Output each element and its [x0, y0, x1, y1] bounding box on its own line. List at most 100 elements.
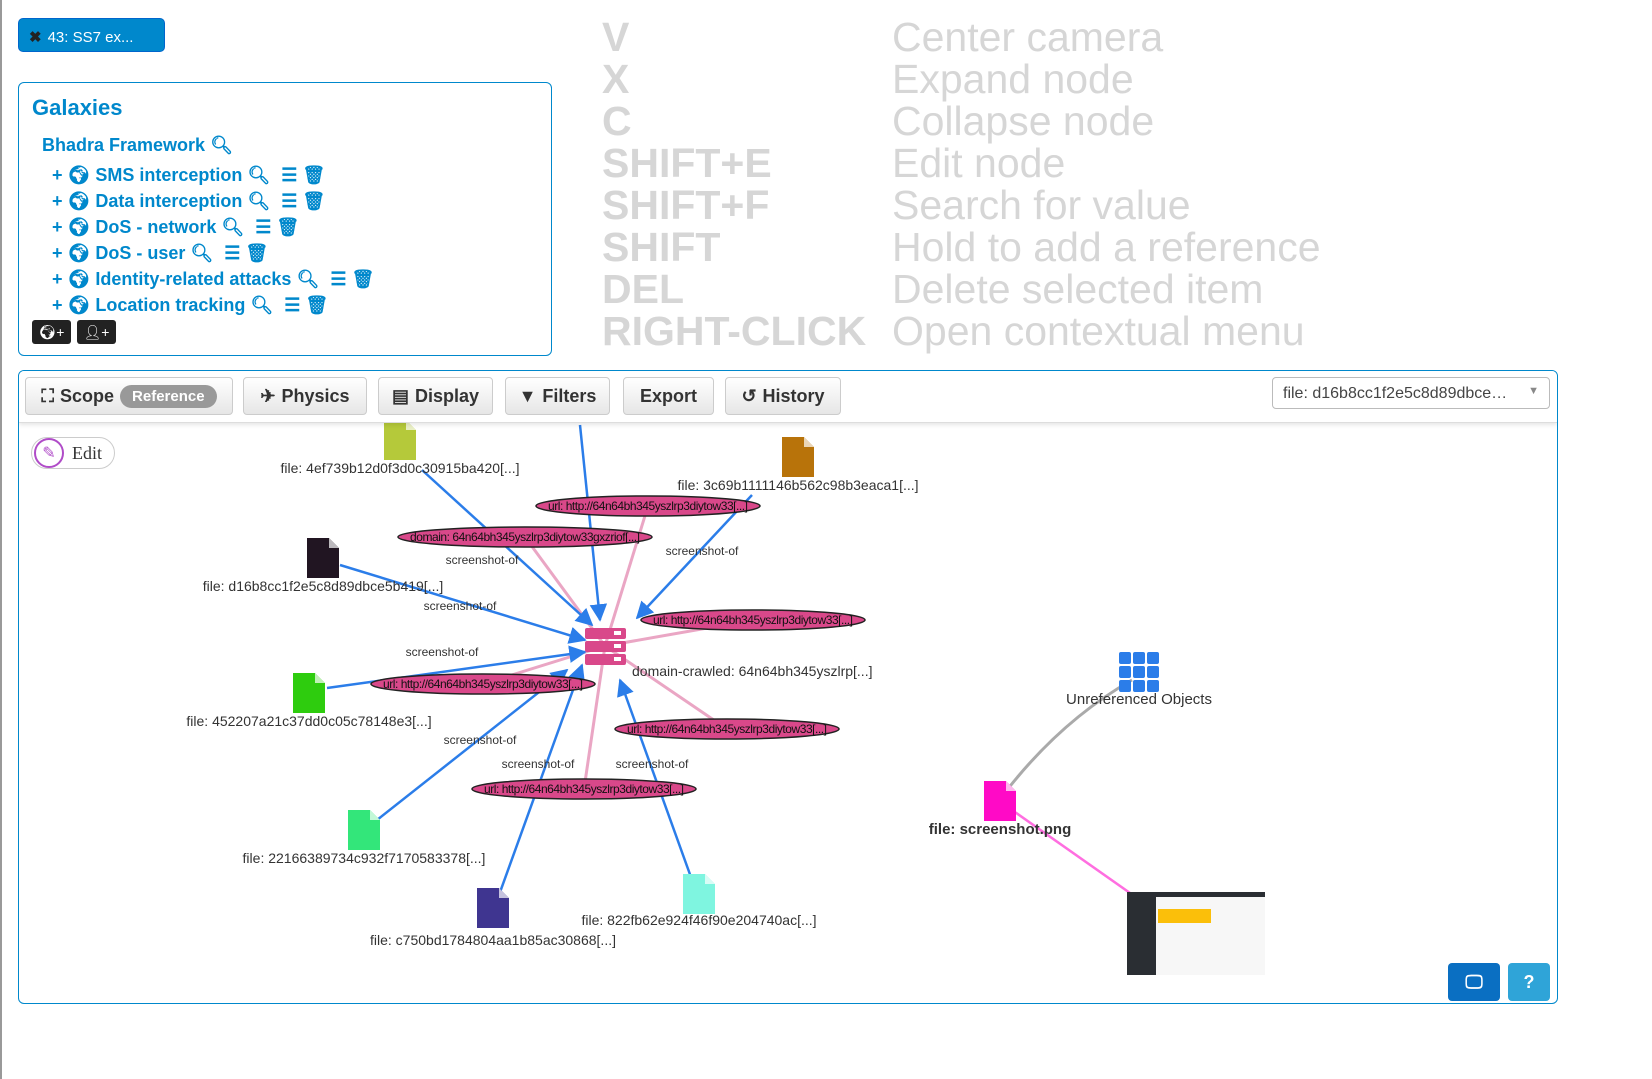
- fullscreen-button[interactable]: 🖵︎: [1448, 963, 1500, 1001]
- crop-icon: ⛶: [41, 385, 55, 406]
- expand-icon[interactable]: +: [52, 190, 63, 211]
- file-icon-fold[interactable]: [315, 673, 325, 683]
- trash-icon[interactable]: 🗑︎: [302, 190, 326, 211]
- galaxy-item[interactable]: +🌍︎Data interception🔍︎☰🗑︎: [52, 188, 538, 214]
- file-icon-fold[interactable]: [1006, 781, 1016, 791]
- filters-button[interactable]: ▼Filters: [505, 377, 610, 415]
- galaxy-item[interactable]: +🌍︎SMS interception🔍︎☰🗑︎: [52, 162, 538, 188]
- server-icon[interactable]: [585, 628, 626, 639]
- server-icon-light[interactable]: [614, 631, 621, 635]
- edit-button[interactable]: ✎Edit: [31, 437, 115, 469]
- list-icon[interactable]: ☰: [330, 268, 347, 289]
- list-icon[interactable]: ☰: [281, 190, 298, 211]
- export-button[interactable]: Export: [623, 377, 714, 415]
- grid-icon[interactable]: [1119, 680, 1131, 692]
- search-icon[interactable]: 🔍︎: [190, 242, 214, 263]
- server-icon[interactable]: [585, 654, 626, 665]
- desktop-icon: 🖵︎: [1465, 971, 1483, 992]
- close-icon[interactable]: ✖: [29, 29, 42, 46]
- trash-icon[interactable]: 🗑︎: [305, 294, 329, 315]
- framework-label: Bhadra Framework: [42, 135, 206, 155]
- add-user-galaxy-button[interactable]: 👤︎+: [77, 320, 116, 344]
- trash-icon[interactable]: 🗑︎: [351, 268, 375, 289]
- galaxy-label[interactable]: Identity-related attacks: [95, 268, 292, 289]
- list-icon[interactable]: ☰: [255, 216, 272, 237]
- file-icon-fold[interactable]: [329, 538, 339, 548]
- galaxy-item[interactable]: +🌍︎Identity-related attacks🔍︎ ☰🗑︎: [52, 266, 538, 292]
- grid-icon[interactable]: [1147, 680, 1159, 692]
- grid-icon[interactable]: [1119, 652, 1131, 664]
- thumbnail-sidebar[interactable]: [1127, 892, 1156, 975]
- trash-icon[interactable]: 🗑︎: [276, 216, 300, 237]
- file-node-label: file: screenshot.png: [929, 821, 1072, 838]
- grid-icon[interactable]: [1147, 666, 1159, 678]
- shortcut-action: Expand node: [892, 56, 1134, 102]
- reference-edge: [603, 505, 650, 647]
- globe-icon: 🌍︎: [67, 268, 91, 289]
- display-button[interactable]: ▤Display: [378, 377, 493, 415]
- galaxy-label[interactable]: DoS - network: [95, 216, 217, 237]
- file-icon-fold[interactable]: [705, 874, 715, 884]
- grid-icon[interactable]: [1147, 652, 1159, 664]
- shortcut-action: Delete selected item: [892, 266, 1264, 312]
- galaxy-label[interactable]: Data interception: [95, 190, 243, 211]
- thumbnail-alert[interactable]: [1158, 909, 1211, 923]
- object-node[interactable]: [614, 718, 840, 740]
- file-icon-fold[interactable]: [499, 888, 509, 898]
- search-icon[interactable]: 🔍︎: [210, 135, 233, 155]
- search-icon[interactable]: 🔍︎: [221, 216, 245, 237]
- shortcut-key: SHIFT+F: [602, 182, 770, 228]
- list-icon[interactable]: ☰: [281, 164, 298, 185]
- search-icon[interactable]: 🔍︎: [247, 190, 271, 211]
- globe-icon: 🌍︎: [67, 294, 91, 315]
- galaxy-label[interactable]: Location tracking: [95, 294, 246, 315]
- object-node[interactable]: [640, 609, 866, 631]
- expand-icon[interactable]: +: [52, 294, 63, 315]
- galaxy-item[interactable]: +🌍︎DoS - network🔍︎☰🗑︎: [52, 214, 538, 240]
- thumbnail-header[interactable]: [1127, 892, 1265, 897]
- hub-label: domain-crawled: 64n64bh345yszlrp[...]: [632, 663, 872, 679]
- expand-icon[interactable]: +: [52, 216, 63, 237]
- help-button[interactable]: ?: [1508, 963, 1550, 1001]
- galaxy-label[interactable]: DoS - user: [95, 242, 186, 263]
- object-node[interactable]: [471, 778, 697, 800]
- file-icon-fold[interactable]: [804, 437, 814, 447]
- trash-icon[interactable]: 🗑︎: [302, 164, 326, 185]
- object-node[interactable]: [397, 526, 653, 548]
- search-icon[interactable]: 🔍︎: [247, 164, 271, 185]
- galaxy-item[interactable]: +🌍︎Location tracking🔍︎ ☰🗑︎: [52, 292, 538, 318]
- screenshot-edge: [635, 494, 753, 620]
- trash-icon[interactable]: 🗑︎: [245, 242, 269, 263]
- galaxy-item[interactable]: +🌍︎DoS - user🔍︎ ☰🗑︎: [52, 240, 538, 266]
- server-icon-light[interactable]: [614, 644, 621, 648]
- add-galaxy-button[interactable]: 🌍︎+: [32, 320, 71, 344]
- grid-icon[interactable]: [1133, 666, 1145, 678]
- shortcut-key: RIGHT-CLICK: [602, 308, 867, 354]
- grid-icon[interactable]: [1133, 680, 1145, 692]
- list-icon[interactable]: ☰: [224, 242, 241, 263]
- galaxy-framework[interactable]: Bhadra Framework 🔍︎: [42, 135, 538, 156]
- search-icon[interactable]: 🔍︎: [250, 294, 274, 315]
- globe-icon: 🌍︎: [67, 242, 91, 263]
- list-icon[interactable]: ☰: [284, 294, 301, 315]
- search-icon[interactable]: 🔍︎: [296, 268, 320, 289]
- expand-icon[interactable]: +: [52, 242, 63, 263]
- grid-icon[interactable]: [1133, 652, 1145, 664]
- server-icon-light[interactable]: [614, 657, 621, 661]
- server-icon[interactable]: [585, 641, 626, 652]
- expand-icon[interactable]: +: [52, 268, 63, 289]
- node-search-select[interactable]: file: d16b8cc1f2e5c8d89dbce…▼: [1272, 377, 1550, 409]
- graph-canvas[interactable]: url: http://64n64bh345yszlrp3diytow33[..…: [19, 371, 1558, 1004]
- history-button[interactable]: ↺History: [725, 377, 841, 415]
- expand-icon[interactable]: +: [52, 164, 63, 185]
- physics-button[interactable]: ✈Physics: [243, 377, 367, 415]
- galaxy-label[interactable]: SMS interception: [95, 164, 243, 185]
- object-node[interactable]: [370, 673, 596, 695]
- file-icon-fold[interactable]: [370, 810, 380, 820]
- event-tab[interactable]: ✖43: SS7 ex...: [18, 18, 165, 52]
- object-node[interactable]: [535, 495, 761, 517]
- grid-icon[interactable]: [1119, 666, 1131, 678]
